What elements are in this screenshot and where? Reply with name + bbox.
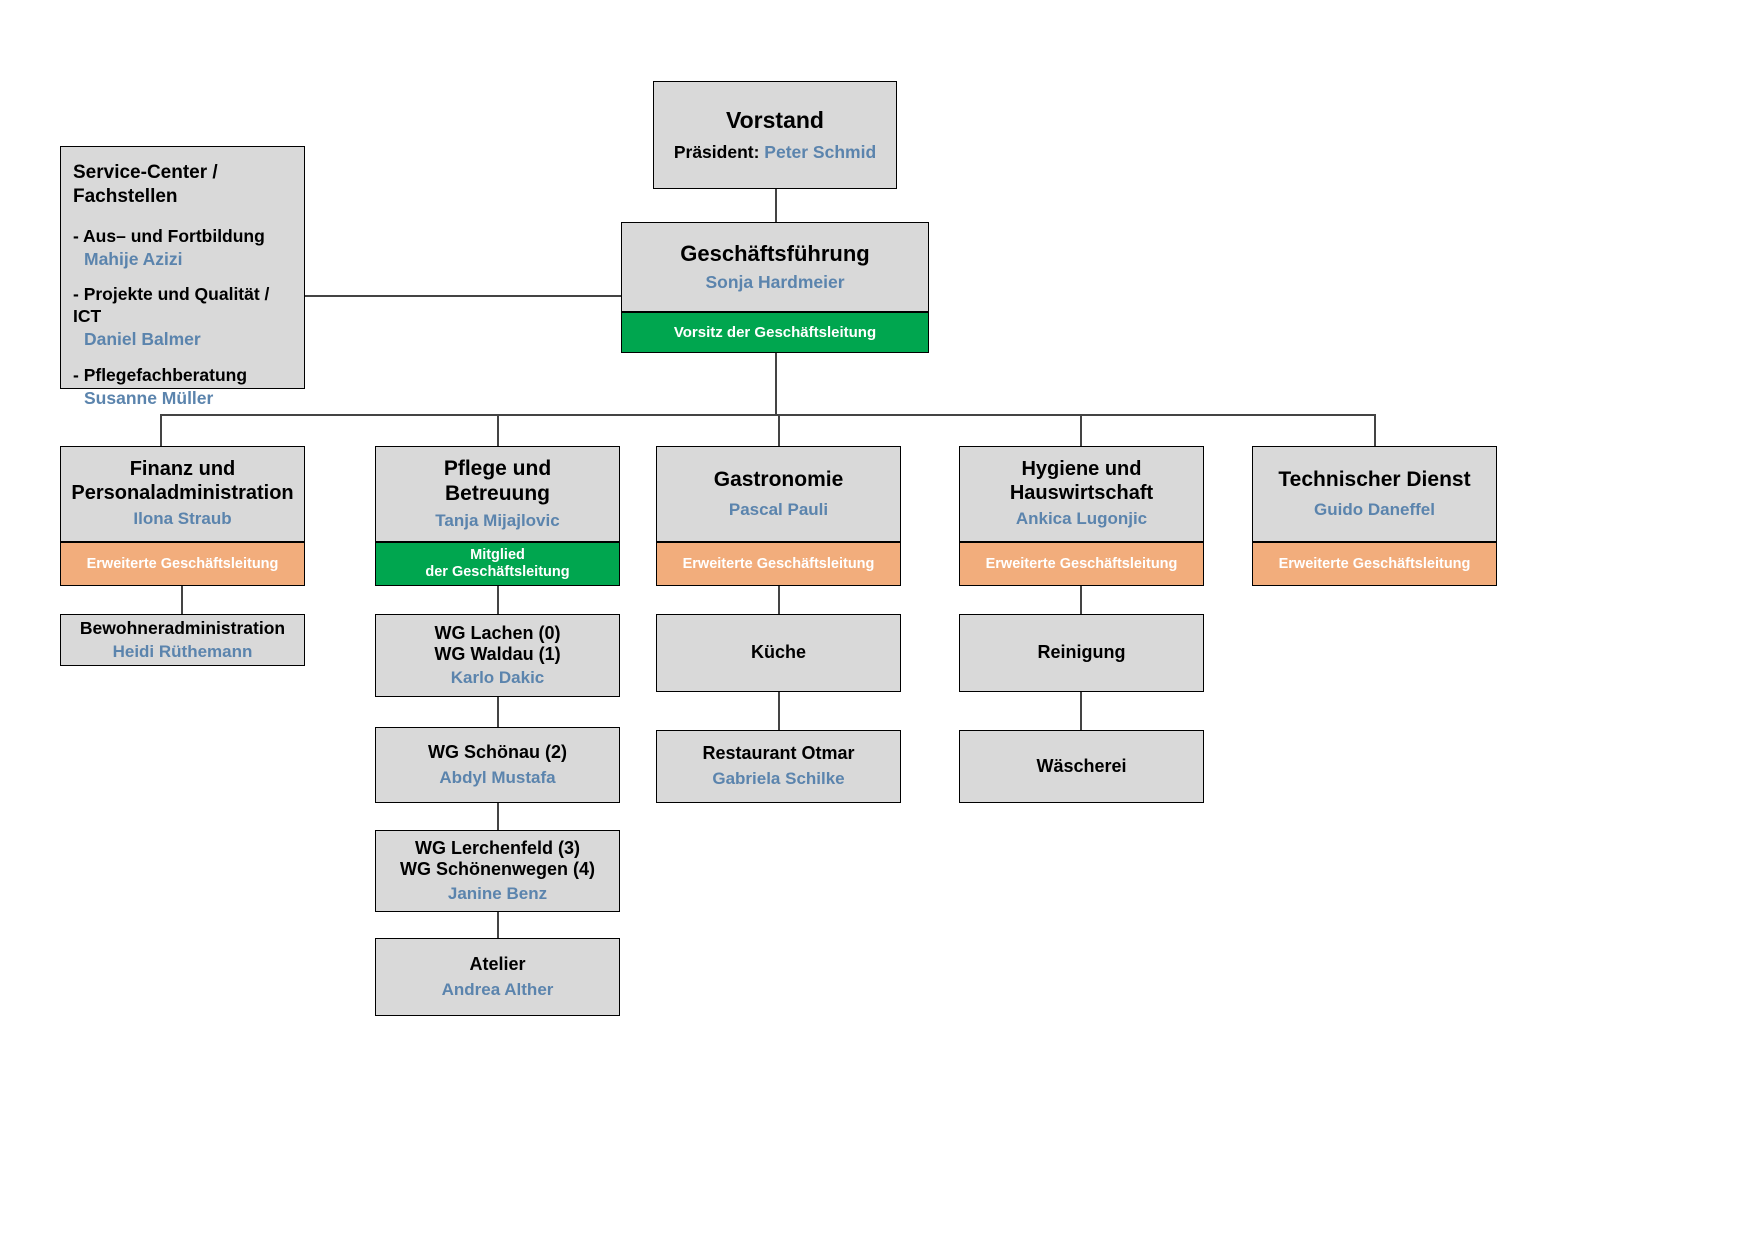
service-center-item-label: - Pflegefachberatung [73, 364, 248, 385]
vorstand-title: Vorstand [726, 106, 824, 133]
dept-title-line1: Pflege und [443, 457, 552, 481]
box-wg-schoenau[interactable]: WG Schönau (2) Abdyl Mustafa [375, 727, 620, 803]
box-vorstand[interactable]: Vorstand Präsident: Peter Schmid [653, 81, 897, 189]
child-title: Küche [750, 642, 806, 663]
box-kueche[interactable]: Küche [656, 614, 901, 692]
box-waescherei[interactable]: Wäscherei [959, 730, 1204, 803]
connector-servicecenter-to-gf [304, 295, 622, 297]
box-dept-finanz-personaladministration[interactable]: Finanz und Personaladministration Ilona … [60, 446, 305, 542]
connector-wg1-to-wg2 [497, 697, 499, 727]
band-erweiterte-geschaeftsleitung-gastronomie: Erweiterte Geschäftsleitung [656, 542, 901, 586]
box-bewohneradministration[interactable]: Bewohneradministration Heidi Rüthemann [60, 614, 305, 666]
box-geschaeftsfuehrung[interactable]: Geschäftsführung Sonja Hardmeier [621, 222, 929, 312]
connector-wg3-to-atelier [497, 912, 499, 938]
dept-title-line2: Personaladministration [71, 481, 294, 504]
dept-title-line2: Betreuung [445, 481, 550, 505]
box-dept-gastronomie[interactable]: Gastronomie Pascal Pauli [656, 446, 901, 542]
band-mitglied-geschaeftsleitung-pflege: Mitglied der Geschäftsleitung [375, 542, 620, 586]
vorstand-role-label: Präsident: [673, 142, 760, 163]
band-line1: Mitglied [470, 547, 525, 564]
connector-pflege-to-wg1 [497, 586, 499, 614]
connector-hygiene-to-reinigung [1080, 586, 1082, 614]
band-vorsitz-geschaeftsleitung: Vorsitz der Geschäftsleitung [621, 312, 929, 353]
vorstand-president-row: Präsident: Peter Schmid [674, 142, 876, 163]
child-title: Reinigung [1037, 642, 1126, 663]
geschaeftsfuehrung-person: Sonja Hardmeier [705, 272, 845, 293]
child-title: Wäscherei [1036, 755, 1127, 776]
connector-bus-to-dept-2 [497, 414, 499, 446]
child-person: Abdyl Mustafa [439, 767, 556, 787]
service-center-item-ausbildung[interactable]: - Aus– und Fortbildung Mahije Azizi [73, 226, 292, 271]
connector-bus-to-dept-1 [160, 414, 162, 446]
box-wg-lerchenfeld-schoenenwegen[interactable]: WG Lerchenfeld (3) WG Schönenwegen (4) J… [375, 830, 620, 912]
box-wg-lachen-waldau[interactable]: WG Lachen (0) WG Waldau (1) Karlo Dakic [375, 614, 620, 697]
child-person: Gabriela Schilke [712, 769, 845, 789]
child-title-line1: WG Lachen (0) [434, 622, 561, 643]
dept-person: Pascal Pauli [728, 499, 829, 519]
service-center-item-person: Mahije Azizi [84, 248, 183, 269]
connector-finanz-to-bewohner [181, 586, 183, 614]
box-dept-hygiene-hauswirtschaft[interactable]: Hygiene und Hauswirtschaft Ankica Lugonj… [959, 446, 1204, 542]
connector-bus-to-dept-5 [1374, 414, 1376, 446]
dept-title-line1: Hygiene und [1021, 458, 1142, 481]
service-center-heading-line1: Service-Center / [73, 162, 218, 183]
dept-title-line2: Hauswirtschaft [1009, 481, 1154, 504]
vorstand-person: Peter Schmid [764, 142, 877, 163]
dept-person: Guido Daneffel [1314, 499, 1435, 519]
box-service-center[interactable]: Service-Center / Fachstellen - Aus– und … [60, 146, 305, 408]
child-person: Janine Benz [447, 883, 548, 903]
child-person: Karlo Dakic [450, 668, 545, 688]
band-erweiterte-geschaeftsleitung-technischer-dienst: Erweiterte Geschäftsleitung [1252, 542, 1497, 586]
child-title: Restaurant Otmar [702, 743, 855, 764]
box-dept-pflege-betreuung[interactable]: Pflege und Betreuung Tanja Mijajlovic [375, 446, 620, 542]
child-title-line2: WG Schönenwegen (4) [399, 859, 595, 880]
dept-title-line1: Gastronomie [713, 467, 844, 491]
band-erweiterte-geschaeftsleitung-hygiene: Erweiterte Geschäftsleitung [959, 542, 1204, 586]
box-dept-technischer-dienst[interactable]: Technischer Dienst Guido Daneffel [1252, 446, 1497, 542]
connector-gf-to-bus [775, 353, 777, 415]
band-erweiterte-geschaeftsleitung-finanz: Erweiterte Geschäftsleitung [60, 542, 305, 586]
band-line2: der Geschäftsleitung [425, 564, 570, 580]
dept-title-line1: Technischer Dienst [1278, 467, 1471, 491]
geschaeftsfuehrung-title: Geschäftsführung [680, 240, 870, 266]
child-title: Bewohneradministration [79, 617, 286, 638]
dept-title-line1: Finanz und [129, 458, 236, 481]
child-person: Heidi Rüthemann [112, 641, 253, 661]
service-center-item-label: - Projekte und Qualität / ICT [73, 284, 270, 327]
box-reinigung[interactable]: Reinigung [959, 614, 1204, 692]
child-title: Atelier [469, 953, 526, 974]
service-center-heading: Service-Center / Fachstellen [73, 161, 292, 210]
connector-reinigung-to-waescherei [1080, 692, 1082, 730]
dept-person: Ankica Lugonjic [1015, 509, 1148, 529]
service-center-item-projekte-qualitaet-ict[interactable]: - Projekte und Qualität / ICT Daniel Bal… [73, 284, 292, 351]
connector-gastronomie-to-kueche [778, 586, 780, 614]
service-center-item-person: Susanne Müller [84, 387, 214, 408]
child-person: Andrea Alther [441, 979, 554, 999]
dept-person: Tanja Mijajlovic [435, 510, 560, 530]
service-center-item-person: Daniel Balmer [84, 329, 201, 349]
connector-bus-to-dept-4 [1080, 414, 1082, 446]
child-title: WG Schönau (2) [428, 741, 567, 762]
dept-person: Ilona Straub [133, 509, 232, 529]
box-atelier[interactable]: Atelier Andrea Alther [375, 938, 620, 1016]
connector-kueche-to-restaurant [778, 692, 780, 730]
service-center-heading-line2: Fachstellen [73, 186, 178, 208]
connector-bus-to-dept-3 [778, 414, 780, 446]
connector-wg2-to-wg3 [497, 803, 499, 830]
service-center-item-pflegefachberatung[interactable]: - Pflegefachberatung Susanne Müller [73, 365, 292, 410]
box-restaurant-otmar[interactable]: Restaurant Otmar Gabriela Schilke [656, 730, 901, 803]
connector-vorstand-to-gf [775, 189, 777, 222]
service-center-item-label: - Aus– und Fortbildung [73, 225, 265, 246]
connector-department-bus [160, 414, 1375, 416]
child-title-line1: WG Lerchenfeld (3) [414, 838, 580, 859]
child-title-line2: WG Waldau (1) [434, 643, 561, 664]
